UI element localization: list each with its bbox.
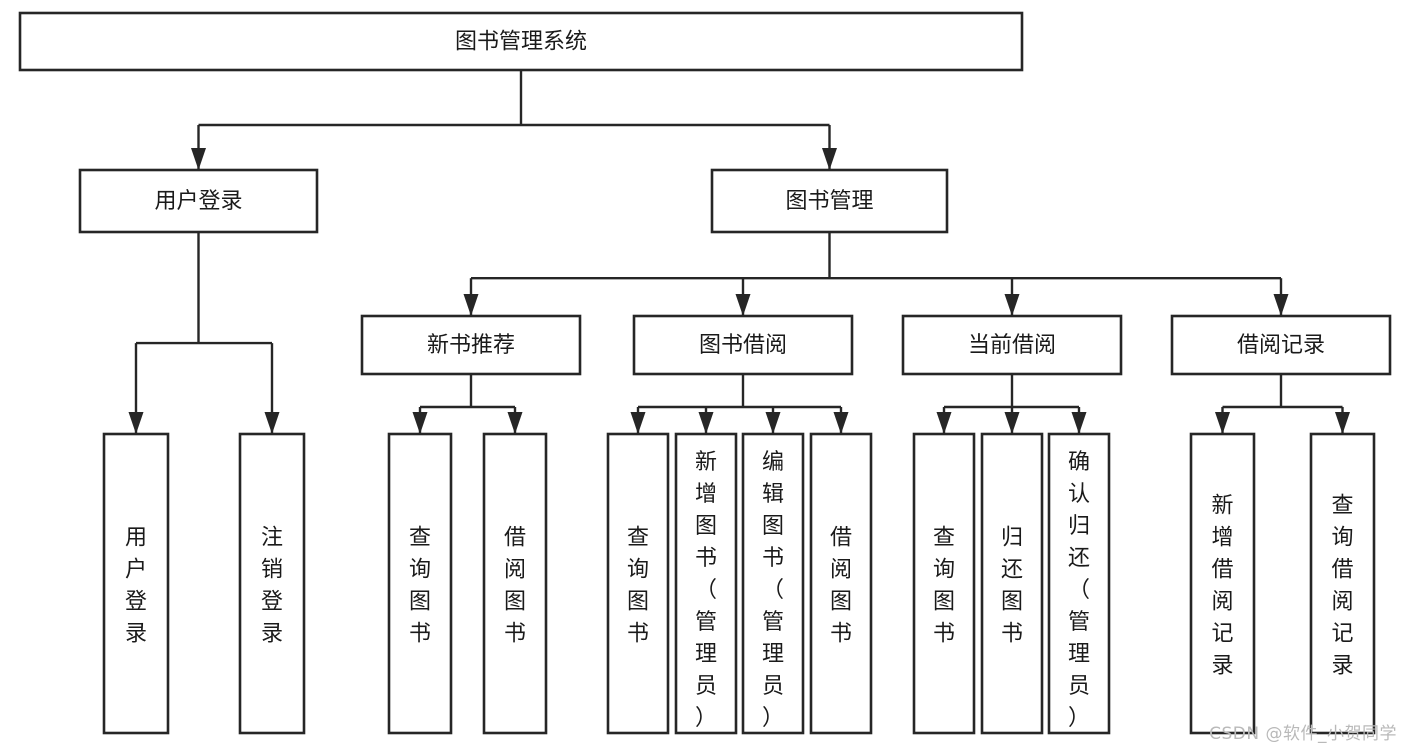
- node-leaf-query-book-cb[interactable]: 查询图书: [912, 432, 976, 735]
- arrow-head: [1215, 412, 1230, 434]
- arrow-head: [822, 148, 837, 170]
- connector-group-current-borrow: [936, 374, 1087, 434]
- node-box-leaf-borrow-book-br: [809, 432, 873, 735]
- arrow-head: [128, 412, 144, 434]
- node-box-leaf-edit-book: [741, 432, 805, 735]
- node-leaf-borrow-book-br[interactable]: 借阅图书: [809, 432, 873, 735]
- arrow-head: [1004, 412, 1020, 434]
- node-box-user-login: [78, 168, 319, 234]
- node-label-leaf-borrow-book-rec: 借阅图书: [504, 525, 526, 646]
- arrow-head: [1071, 412, 1087, 434]
- arrow-head: [1004, 294, 1020, 316]
- node-leaf-user-login[interactable]: 用户登录: [102, 432, 170, 735]
- node-box-current-borrow: [901, 314, 1123, 376]
- node-current-borrow[interactable]: 当前借阅: [901, 314, 1123, 376]
- node-root[interactable]: 图书管理系统: [18, 11, 1024, 72]
- node-box-new-book-recommend: [360, 314, 582, 376]
- node-box-leaf-user-login: [102, 432, 170, 735]
- node-label-new-book-recommend: 新书推荐: [427, 333, 515, 358]
- node-label-leaf-borrow-book-br: 借阅图书: [830, 525, 852, 646]
- connector-group-root: [191, 70, 837, 170]
- node-box-borrow-record: [1170, 314, 1392, 376]
- node-book-manage[interactable]: 图书管理: [710, 168, 949, 234]
- connector-layer: [128, 70, 1350, 434]
- connector-group-book-borrow: [630, 374, 849, 434]
- node-label-leaf-user-login: 用户登录: [125, 525, 147, 646]
- node-label-borrow-record: 借阅记录: [1237, 333, 1325, 358]
- node-label-leaf-query-record: 查询借阅记录: [1331, 493, 1353, 678]
- node-label-leaf-add-record: 新增借阅记录: [1211, 493, 1233, 678]
- node-label-leaf-query-book-rec: 查询图书: [409, 525, 431, 646]
- node-book-borrow[interactable]: 图书借阅: [632, 314, 854, 376]
- arrow-head: [264, 412, 280, 434]
- node-box-leaf-query-record: [1309, 432, 1376, 735]
- node-leaf-query-book-br[interactable]: 查询图书: [606, 432, 670, 735]
- watermark-label: CSDN @软件_小贺同学: [1209, 724, 1397, 744]
- arrow-head: [936, 412, 952, 434]
- node-leaf-confirm-return[interactable]: 确认归还（管理员）: [1047, 432, 1111, 735]
- node-box-leaf-confirm-return: [1047, 432, 1111, 735]
- arrow-head: [698, 412, 714, 434]
- arrow-head: [412, 412, 428, 434]
- arrow-head: [1273, 294, 1289, 316]
- node-leaf-add-book[interactable]: 新增图书（管理员）: [674, 432, 738, 735]
- node-box-leaf-query-book-cb: [912, 432, 976, 735]
- node-label-leaf-logout: 注销登录: [261, 525, 283, 646]
- arrow-head: [735, 294, 751, 316]
- node-leaf-add-record[interactable]: 新增借阅记录: [1189, 432, 1256, 735]
- node-leaf-edit-book[interactable]: 编辑图书（管理员）: [741, 432, 805, 735]
- connector-group-borrow-record: [1215, 374, 1350, 434]
- node-box-book-borrow: [632, 314, 854, 376]
- node-box-leaf-return-book: [980, 432, 1044, 735]
- node-box-leaf-query-book-rec: [387, 432, 453, 735]
- node-new-book-recommend[interactable]: 新书推荐: [360, 314, 582, 376]
- arrow-head: [1335, 412, 1350, 434]
- arrow-head: [630, 412, 646, 434]
- node-borrow-record[interactable]: 借阅记录: [1170, 314, 1392, 376]
- node-leaf-query-record[interactable]: 查询借阅记录: [1309, 432, 1376, 735]
- node-box-leaf-logout: [238, 432, 306, 735]
- node-leaf-return-book[interactable]: 归还图书: [980, 432, 1044, 735]
- node-box-leaf-add-record: [1189, 432, 1256, 735]
- node-leaf-query-book-rec[interactable]: 查询图书: [387, 432, 453, 735]
- node-label-current-borrow: 当前借阅: [968, 333, 1056, 358]
- connector-group-book-manage: [463, 232, 1289, 316]
- node-user-login[interactable]: 用户登录: [78, 168, 319, 234]
- node-label-leaf-query-book-br: 查询图书: [627, 525, 649, 646]
- node-layer: 图书管理系统用户登录图书管理新书推荐图书借阅当前借阅借阅记录用户登录注销登录查询…: [18, 11, 1392, 735]
- arrow-head: [463, 294, 479, 316]
- node-label-leaf-edit-book: 编辑图书（管理员）: [762, 450, 784, 731]
- node-label-leaf-return-book: 归还图书: [1001, 525, 1023, 646]
- node-label-leaf-add-book: 新增图书（管理员）: [695, 450, 717, 731]
- node-leaf-borrow-book-rec[interactable]: 借阅图书: [482, 432, 548, 735]
- node-label-user-login: 用户登录: [154, 189, 242, 214]
- node-leaf-logout[interactable]: 注销登录: [238, 432, 306, 735]
- node-label-leaf-query-book-cb: 查询图书: [933, 525, 955, 646]
- arrow-head: [833, 412, 849, 434]
- node-label-book-manage: 图书管理: [785, 189, 873, 214]
- connector-group-new-book-recommend: [412, 374, 523, 434]
- node-box-book-manage: [710, 168, 949, 234]
- connector-group-user-login: [128, 232, 280, 434]
- node-label-leaf-confirm-return: 确认归还（管理员）: [1068, 450, 1090, 731]
- node-box-leaf-query-book-br: [606, 432, 670, 735]
- arrow-head: [507, 412, 523, 434]
- node-box-leaf-borrow-book-rec: [482, 432, 548, 735]
- node-box-root: [18, 11, 1024, 72]
- arrow-head: [191, 148, 206, 170]
- node-label-book-borrow: 图书借阅: [699, 333, 787, 358]
- node-label-root: 图书管理系统: [455, 30, 587, 55]
- node-box-leaf-add-book: [674, 432, 738, 735]
- arrow-head: [765, 412, 781, 434]
